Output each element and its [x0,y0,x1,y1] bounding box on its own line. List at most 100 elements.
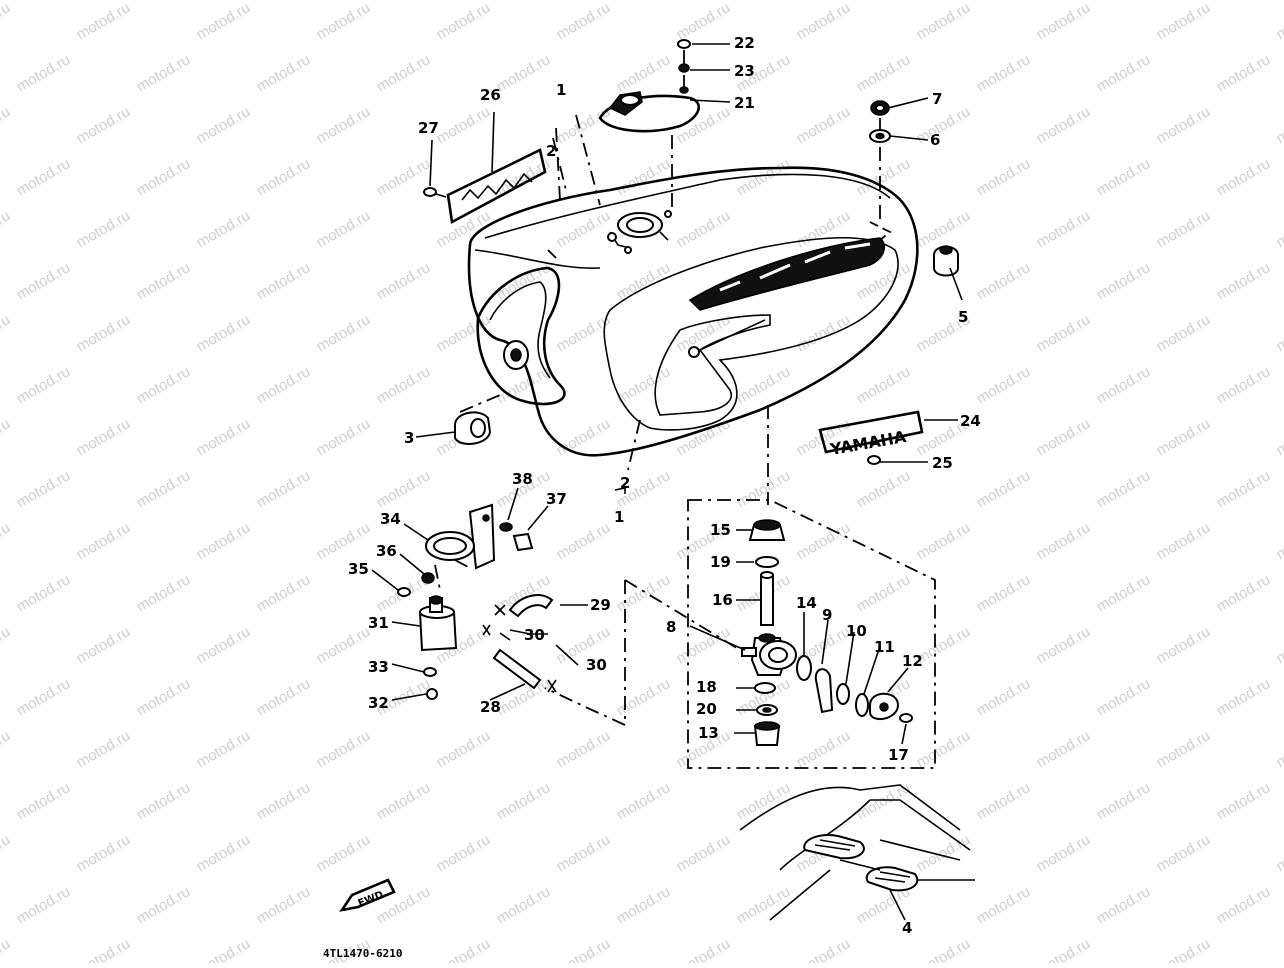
watermark-text: motod.ru [1274,311,1284,355]
watermark-text: motod.ru [1274,831,1284,875]
watermark-text: motod.ru [1154,415,1214,459]
callout-1: 1 [556,81,566,99]
watermark-text: motod.ru [314,0,374,43]
watermark-text: motod.ru [1154,0,1214,43]
damper-5 [934,246,958,276]
watermark-text: motod.ru [254,155,314,199]
watermark-text: motod.ru [0,311,13,355]
callout-2b: 2 [620,474,630,492]
callout-30b: 30 [586,656,607,674]
watermark-text: motod.ru [1214,155,1274,199]
watermark-text: motod.ru [974,259,1034,303]
watermark-text: motod.ru [554,207,614,251]
watermark-text: motod.ru [914,0,974,43]
watermark-text: motod.ru [194,311,254,355]
watermark-text: motod.ru [554,103,614,147]
watermark-text: motod.ru [1154,623,1214,667]
watermark-text: motod.ru [14,467,74,511]
watermark-text: motod.ru [1154,311,1214,355]
watermark-text: motod.ru [434,103,494,147]
watermark-text: motod.ru [794,519,854,563]
watermark-text: motod.ru [854,51,914,95]
watermark-text: motod.ru [0,415,13,459]
callout-24: 24 [960,412,981,430]
watermark-text: motod.ru [1154,935,1214,963]
watermark-text: motod.ru [614,675,674,719]
watermark-text: motod.ru [554,0,614,43]
watermark-text: motod.ru [1034,519,1094,563]
callout-32: 32 [368,694,389,712]
watermark-text: motod.ru [1214,467,1274,511]
watermark-text: motod.ru [374,883,434,927]
watermark-text: motod.ru [674,207,734,251]
watermark-text: motod.ru [134,883,194,927]
watermark-text: motod.ru [1034,415,1094,459]
callout-18: 18 [696,678,717,696]
watermark-text: motod.ru [254,883,314,927]
watermark-text: motod.ru [314,103,374,147]
watermark-text: motod.ru [554,727,614,771]
watermark-text: motod.ru [1034,0,1094,43]
watermark-text: motod.ru [1274,623,1284,667]
callout-26: 26 [480,86,501,104]
watermark-text: motod.ru [614,259,674,303]
callout-2: 2 [546,142,556,160]
watermark-text: motod.ru [614,571,674,615]
watermark-text: motod.ru [1154,519,1214,563]
watermark-text: motod.ru [494,51,554,95]
watermark-text: motod.ru [1214,675,1274,719]
watermark-text: motod.ru [374,467,434,511]
watermark-text: motod.ru [734,363,794,407]
watermark-text: motod.ru [14,155,74,199]
callout-21: 21 [734,94,755,112]
callout-9: 9 [822,606,832,624]
watermark-text: motod.ru [134,779,194,823]
callout-13: 13 [698,724,719,742]
watermark-text: motod.ru [614,51,674,95]
watermark-text: motod.ru [1094,155,1154,199]
callout-17: 17 [888,746,909,764]
watermark-text: motod.ru [1094,467,1154,511]
watermark-text: motod.ru [1034,207,1094,251]
watermark-text: motod.ru [434,727,494,771]
watermark-text: motod.ru [1034,103,1094,147]
watermark-text: motod.ru [1274,207,1284,251]
watermark-text: motod.ru [1154,103,1214,147]
watermark-text: motod.ru [1214,259,1274,303]
callout-25: 25 [932,454,953,472]
watermark-text: motod.ru [134,259,194,303]
watermark-text: motod.ru [194,207,254,251]
watermark-text: motod.ru [434,831,494,875]
watermark-text: motod.ru [974,467,1034,511]
watermark-text: motod.ru [1094,883,1154,927]
watermark-text: motod.ru [554,935,614,963]
watermark-text: motod.ru [314,519,374,563]
watermark-text: motod.ru [1094,675,1154,719]
callout-7: 7 [932,90,942,108]
watermark-text: motod.ru [74,0,134,43]
watermark-text: motod.ru [74,207,134,251]
fuel-cap [600,87,699,131]
watermark-text: motod.ru [674,935,734,963]
watermark-text: motod.ru [794,0,854,43]
screw-22 [678,40,690,48]
callout-16: 16 [712,591,733,609]
watermark-text: motod.ru [74,415,134,459]
watermark-text: motod.ru [914,103,974,147]
callout-19: 19 [710,553,731,571]
watermark-text: motod.ru [0,103,13,147]
watermark-text: motod.ru [1094,779,1154,823]
watermark-text: motod.ru [854,363,914,407]
watermark-text: motod.ru [314,311,374,355]
watermark-text: motod.ru [1154,831,1214,875]
screw-25 [868,456,880,464]
watermark-text: motod.ru [914,831,974,875]
callout-23: 23 [734,62,755,80]
watermark-text: motod.ru [494,155,554,199]
watermark-text: motod.ru [974,51,1034,95]
callout-37: 37 [546,490,567,508]
watermark-text: motod.ru [14,883,74,927]
watermark-text: motod.ru [974,779,1034,823]
watermark-text: motod.ru [1214,883,1274,927]
watermark-text: motod.ru [0,519,13,563]
